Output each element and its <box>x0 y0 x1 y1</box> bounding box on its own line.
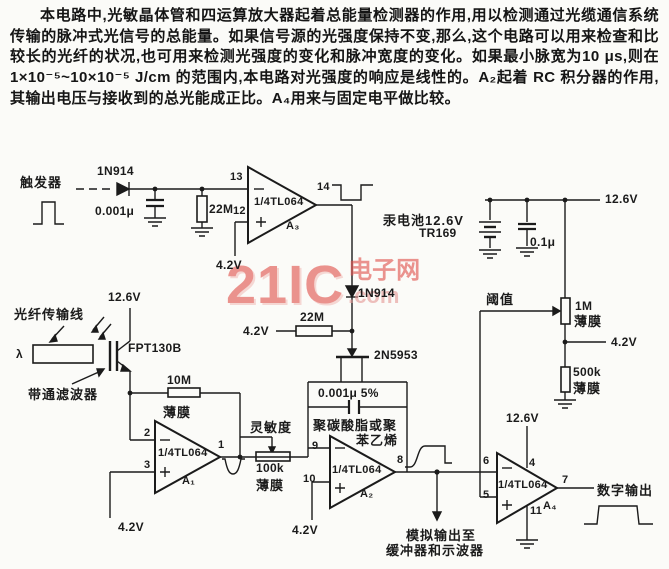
a1-chip-label: 1/4TL064 <box>158 447 208 459</box>
a4-name-label: A₄ <box>543 500 557 512</box>
diode-1n914-reset-icon <box>344 285 360 299</box>
capacitor-c2-icon <box>516 200 538 257</box>
resistor-22m-icon <box>191 189 213 237</box>
light-arrows-icon <box>90 316 112 340</box>
a4-pin4-label: 4 <box>529 457 536 469</box>
trigger-label: 触发器 <box>20 175 63 190</box>
analog-output-arrow <box>431 472 443 522</box>
a4-supply-label: 12.6V <box>506 411 539 425</box>
pot-1m-film-label: 薄膜 <box>574 314 603 329</box>
analog-out-label-2: 缓冲器和示波器 <box>386 543 485 558</box>
threshold-wire <box>479 305 562 497</box>
negative-pulse-waveform-icon <box>332 184 373 201</box>
ramp-waveform-icon <box>405 445 452 468</box>
cap-material-label-2: 苯乙烯 <box>356 433 399 448</box>
res-10m-film-label: 薄膜 <box>163 405 192 420</box>
tap-voltage-label: 4.2V <box>611 335 637 349</box>
a2-pin8-label: 8 <box>397 454 404 466</box>
a1-pin1-label: 1 <box>218 439 225 451</box>
a3-chip-label: 1/4TL064 <box>254 196 304 208</box>
rail-voltage-label: 12.6V <box>605 192 638 206</box>
a3-pin12-label: 12 <box>233 205 246 217</box>
opamp-a4-symbol <box>480 426 594 549</box>
sensitivity-label: 灵敏度 <box>250 420 293 435</box>
optical-fiber-icon <box>32 344 94 364</box>
a1-pin3-label: 3 <box>144 459 151 471</box>
a2-pin10-label: 10 <box>303 473 316 485</box>
resistor-22m-bias-icon <box>276 325 352 337</box>
opamp-a2-symbol <box>308 434 497 520</box>
a4-pin6-label: 6 <box>483 455 490 467</box>
res-500k-film-label: 薄膜 <box>573 381 602 396</box>
fet-label: 2N5953 <box>374 348 418 362</box>
capacitor-c1-icon <box>144 189 166 227</box>
a2-chip-label: 1/4TL064 <box>332 464 382 476</box>
a2-name-label: A₂ <box>360 488 374 500</box>
diode-d1-label: 1N914 <box>97 164 134 178</box>
integrator-capacitor-loop <box>307 381 408 472</box>
pot-1m-label: 1M <box>575 299 593 313</box>
lambda-label: λ <box>16 347 23 361</box>
cap-c1-label: 0.001μ <box>95 204 135 218</box>
phototransistor-label: FPT130B <box>128 341 182 355</box>
a1-supply-label: 4.2V <box>118 520 144 534</box>
cap-c3-label: 0.001μ 5% <box>318 386 379 400</box>
jfet-2n5953-icon <box>336 348 369 382</box>
pt-voltage-label: 12.6V <box>108 290 141 304</box>
a4-pin11-label: 11 <box>530 505 543 517</box>
pot-100k-label: 100k <box>256 461 284 475</box>
trigger-pulse-icon <box>33 201 64 225</box>
battery-icon <box>479 200 501 259</box>
opamp-a1-symbol <box>109 419 308 518</box>
battery-type-label: TR169 <box>419 226 457 240</box>
res-500k-label: 500k <box>573 365 601 379</box>
diode-1n914-input-icon <box>116 181 131 197</box>
diode-d2-label: 1N914 <box>358 286 395 300</box>
a4-pin5-label: 5 <box>483 489 490 501</box>
res-r2-label: 22M <box>300 310 325 324</box>
a4-pin7-label: 7 <box>562 474 569 486</box>
description-paragraph: 本电路中,光敏晶体管和四运算放大器起着总能量检测器的作用,用以检测通过光缆通信系… <box>10 7 659 107</box>
phototransistor-icon <box>115 308 132 440</box>
digital-out-label: 数字输出 <box>597 483 654 498</box>
battery-label: 汞电池12.6V <box>383 213 464 228</box>
res-10m-label: 10M <box>167 373 192 387</box>
filter-label: 带通滤波器 <box>28 387 99 402</box>
cap-material-label-1: 聚碳酸脂或聚 <box>313 418 398 433</box>
pot-1m-icon <box>560 200 571 342</box>
r2-voltage-label: 4.2V <box>243 324 269 338</box>
a1-pin2-label: 2 <box>144 427 151 439</box>
analog-out-label-1: 模拟输出至 <box>406 528 477 543</box>
analog-dip-waveform-icon <box>222 458 245 475</box>
a3-pin13-label: 13 <box>230 171 243 183</box>
junction-dots <box>127 186 568 475</box>
a2-pin9-label: 9 <box>312 440 319 452</box>
opamp-a3-symbol <box>234 165 352 256</box>
a3-pin14-label: 14 <box>317 181 330 193</box>
a2-supply-label: 4.2V <box>292 523 318 537</box>
resistor-10m-icon <box>130 387 277 457</box>
a3-name-label: A₃ <box>286 220 300 232</box>
digital-pulse-waveform-icon <box>584 505 653 525</box>
res-r1-label: 22M <box>209 202 234 216</box>
fiber-label: 光纤传输线 <box>14 307 85 322</box>
a4-chip-label: 1/4TL064 <box>498 479 548 491</box>
cap-c2-label: 0.1μ <box>530 235 556 249</box>
a3-supply-label: 4.2V <box>216 258 242 272</box>
a1-name-label: A₁ <box>182 475 196 487</box>
fiber-label-arrow <box>48 325 65 343</box>
filter-label-arrow <box>71 368 106 385</box>
resistor-500k-icon <box>554 341 606 409</box>
pot-100k-film-label: 薄膜 <box>256 478 285 493</box>
threshold-label: 阈值 <box>486 292 515 307</box>
